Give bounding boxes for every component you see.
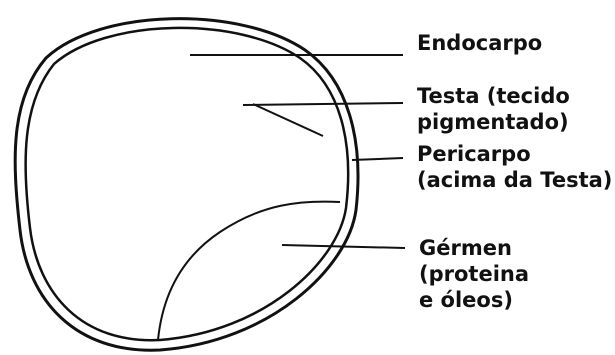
- label-endocarpo: Endocarpo: [417, 31, 542, 55]
- seed-inner-coat: [26, 28, 349, 340]
- label-pericarpo-line2: (acima da Testa): [417, 168, 612, 192]
- label-germen-line1: Gérmen: [419, 236, 512, 260]
- pericarpo-leader: [352, 158, 403, 160]
- label-germen-line2: (proteina: [419, 262, 529, 286]
- seed-outer-coat: [15, 19, 358, 351]
- testa-leader-branch: [253, 104, 323, 136]
- label-germen-line3: e óleos): [419, 288, 513, 312]
- label-testa-line1: Testa (tecido: [417, 84, 570, 108]
- label-testa-line2: pigmentado): [417, 110, 569, 134]
- testa-leader: [243, 103, 403, 105]
- label-pericarpo-line1: Pericarpo: [417, 142, 531, 166]
